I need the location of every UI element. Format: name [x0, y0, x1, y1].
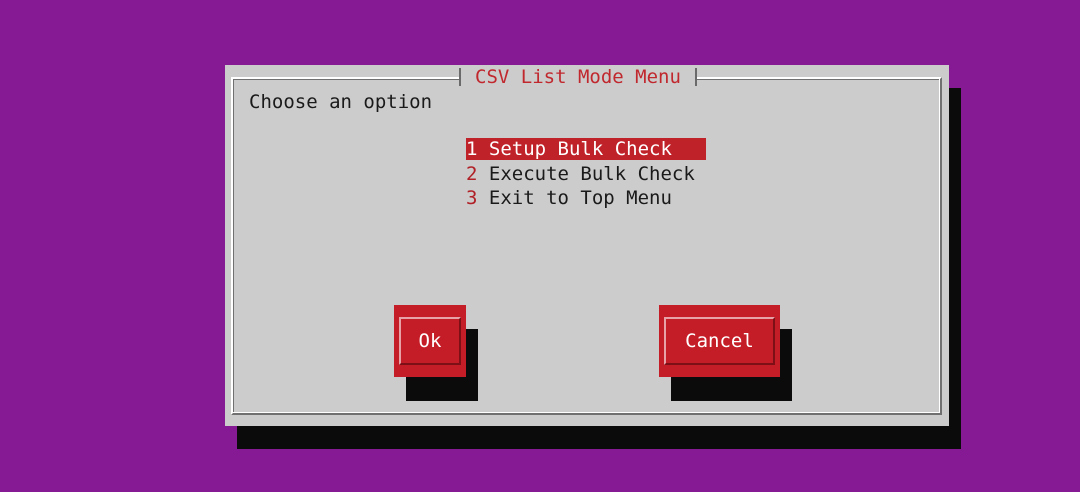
menu-item-execute-bulk-check[interactable]: 2 Execute Bulk Check — [466, 162, 706, 186]
menu-item-label: Setup Bulk Check — [488, 138, 672, 160]
menu-item-number: 3 — [466, 187, 478, 209]
menu-item-label: Exit to Top Menu — [488, 187, 672, 209]
menu-item-number: 1 — [466, 138, 478, 160]
dialog-title: CSV List Mode Menu — [459, 65, 697, 89]
title-divider-left — [459, 68, 461, 86]
cancel-button[interactable]: Cancel — [659, 305, 780, 377]
menu-dialog: CSV List Mode Menu Choose an option 1 Se… — [225, 65, 949, 426]
menu-item-setup-bulk-check[interactable]: 1 Setup Bulk Check — [466, 138, 706, 160]
menu-item-label: Execute Bulk Check — [488, 163, 695, 185]
option-menu: 1 Setup Bulk Check 2 Execute Bulk Check … — [466, 138, 706, 210]
dialog-prompt: Choose an option — [249, 91, 433, 113]
ok-button[interactable]: Ok — [394, 305, 466, 377]
cancel-button-label: Cancel — [664, 317, 775, 365]
dialog-frame — [231, 77, 942, 415]
menu-item-number: 2 — [466, 163, 478, 185]
ok-button-label: Ok — [399, 317, 461, 365]
dialog-title-text: CSV List Mode Menu — [475, 66, 681, 88]
title-divider-right — [694, 68, 697, 86]
menu-item-exit-to-top-menu[interactable]: 3 Exit to Top Menu — [466, 186, 706, 210]
